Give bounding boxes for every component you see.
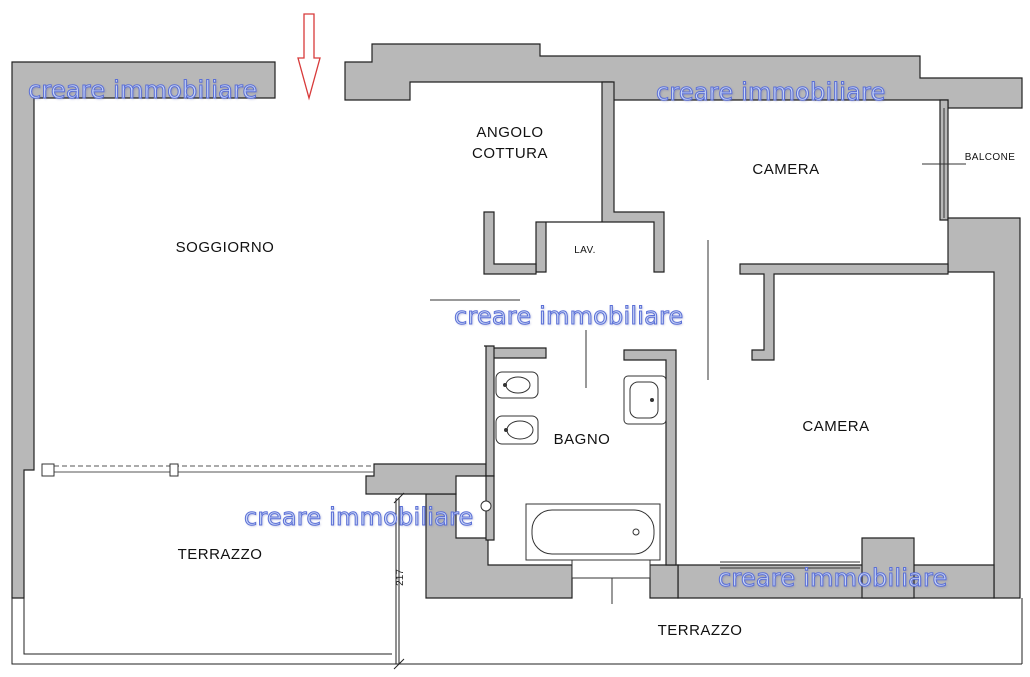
terrace-outline-inner [23,598,392,655]
wall-bagno-left [484,345,547,477]
watermark: creare immobiliare [454,302,684,331]
wall-camera-top-bottom [739,263,949,361]
lav-label: LAV. [574,245,596,256]
toilet [495,415,539,445]
angolo-cottura-label: ANGOLO COTTURA [460,122,560,164]
camera-top-label: CAMERA [752,161,820,178]
terrazzo-left-label: TERRAZZO [177,546,263,563]
camera-bottom-label: CAMERA [802,418,870,435]
drain [480,500,492,512]
wall-kitchen-stub [483,211,537,275]
angolo-cottura-line1: ANGOLO [476,124,544,141]
down-arrow-icon [297,13,321,101]
wall-bottom-center [425,493,573,599]
bagno-label: BAGNO [553,431,611,448]
bagno-window [571,559,651,604]
terrazzo-bottom-label: TERRAZZO [657,622,743,639]
bidet [495,371,539,399]
watermark: creare immobiliare [718,564,948,593]
balcone-label: BALCONE [964,152,1016,163]
wall-kitchen-camera [535,81,665,273]
camera-window [720,561,860,569]
angolo-cottura-line2: COTTURA [472,145,548,162]
wall-bottom-center-right [649,564,679,599]
terrace-outline [11,498,397,665]
wall-bagno-right [623,349,677,566]
dimension-label: 217 [394,569,406,586]
soggiorno-label: SOGGIORNO [175,239,275,256]
bathtub [525,503,661,561]
wall-soggiorno-bottom [365,463,487,495]
wall-bottom-pillar [861,537,915,599]
sliding-window [41,463,374,477]
wall-left [11,61,276,599]
watermark: creare immobiliare [244,503,474,532]
watermark: creare immobiliare [656,78,886,107]
watermark: creare immobiliare [28,76,258,105]
washbasin [623,375,667,425]
balcone-window [922,108,966,218]
wall-right [947,217,1021,599]
wall-top-center [344,43,1023,109]
